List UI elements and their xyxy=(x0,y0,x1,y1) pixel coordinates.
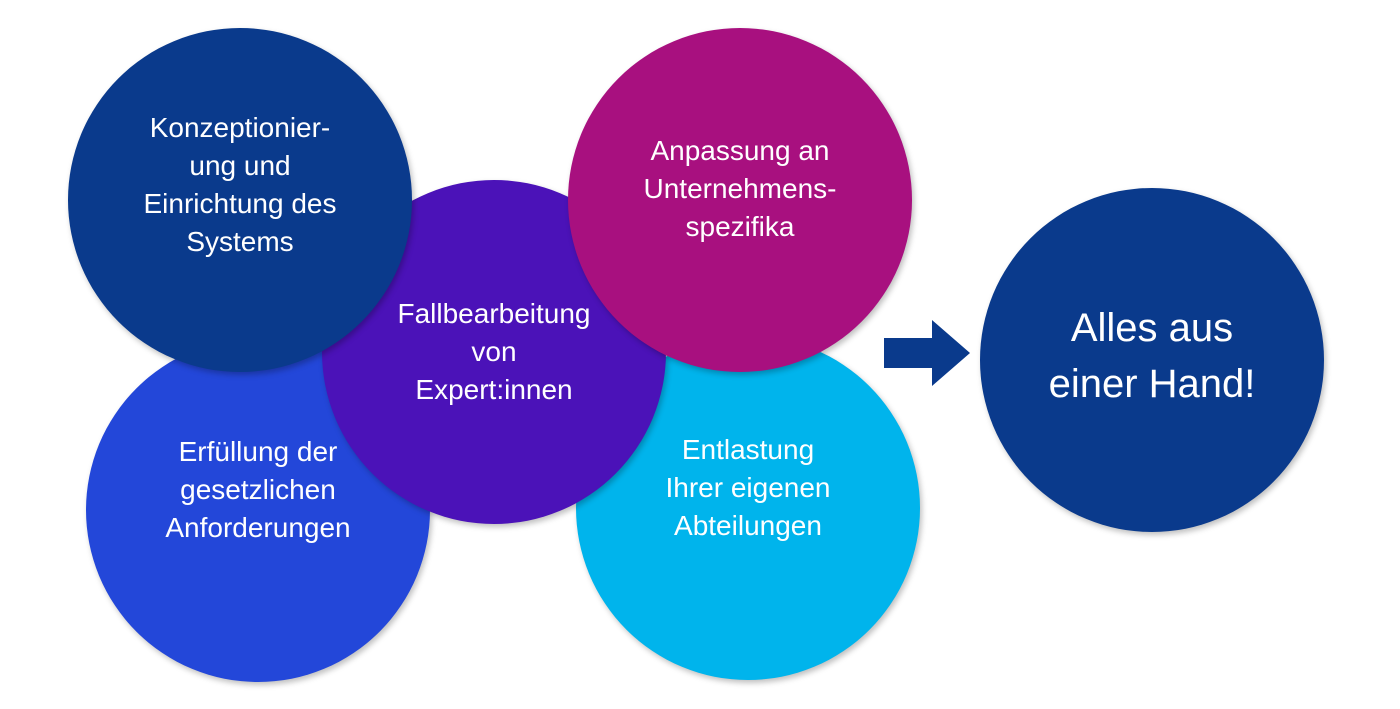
arrow-right-icon xyxy=(884,320,970,386)
circle-label: Fallbearbeitung von Expert:innen xyxy=(397,298,591,405)
result-label: Alles aus einer Hand! xyxy=(1048,306,1256,406)
circle-all-from-one-hand: Alles aus einer Hand! xyxy=(980,188,1324,532)
circle-company-specifics: Anpassung an Unternehmens- spezifika xyxy=(568,28,912,372)
circle-label: Konzeptionier- ung und Einrichtung des S… xyxy=(143,112,337,257)
circle-label: Anpassung an Unternehmens- spezifika xyxy=(643,135,837,242)
circle-system-setup: Konzeptionier- ung und Einrichtung des S… xyxy=(68,28,412,372)
circle-department-relief: Entlastung Ihrer eigenen Abteilungen xyxy=(576,336,920,680)
circle-label: Entlastung Ihrer eigenen Abteilungen xyxy=(665,434,831,541)
circle-label: Erfüllung der gesetzlichen Anforderungen xyxy=(165,436,351,543)
